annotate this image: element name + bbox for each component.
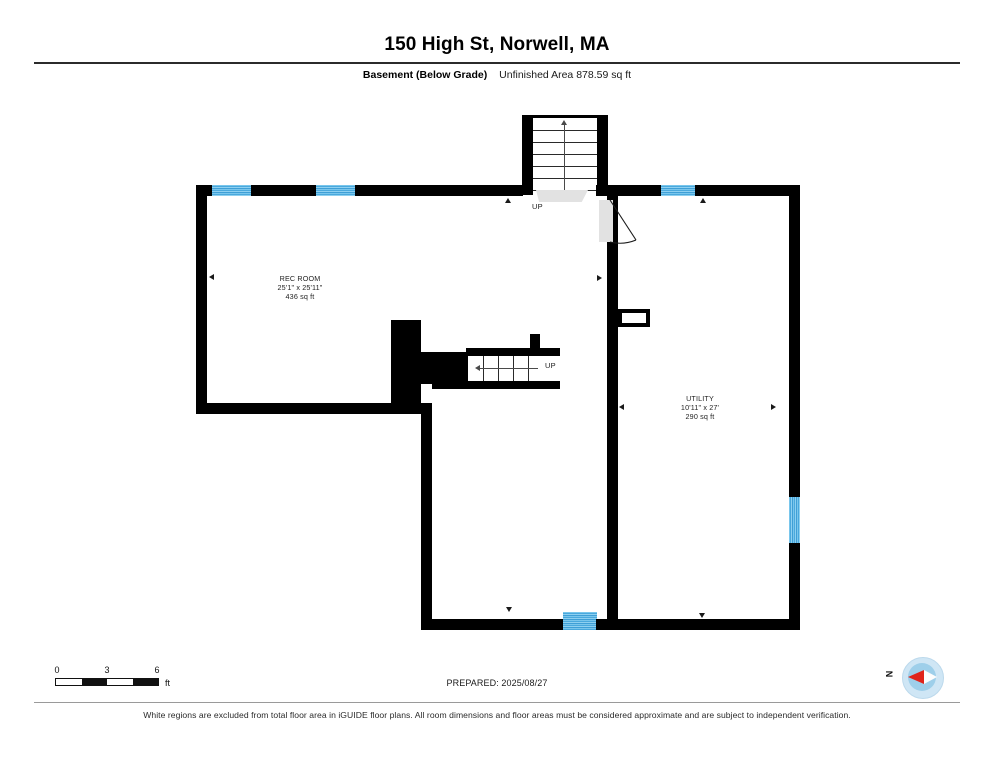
disclaimer-text: White regions are excluded from total fl…: [143, 710, 851, 720]
wall-marker-east-utility: [771, 404, 776, 410]
lower-stair-up-label: UP: [545, 361, 556, 370]
rec-room-dimensions: 25'1" x 25'11": [277, 283, 323, 293]
utility-name: UTILITY: [686, 394, 714, 403]
upper-stair-tread: [533, 166, 597, 167]
upper-stair-tread: [533, 178, 597, 179]
exterior-wall-north-east: [607, 185, 800, 196]
compass-rose: N: [880, 656, 950, 699]
upper-stair-tread: [533, 142, 597, 143]
window-north-3: [661, 185, 695, 196]
scale-bar-ticks: 0 3 6: [54, 665, 160, 677]
upper-stair-tread: [533, 154, 597, 155]
scale-bar-segments: [55, 678, 159, 686]
wall-marker-north-rec: [505, 198, 511, 203]
utility-area: 290 sq ft: [685, 412, 715, 422]
compass-needle-south-icon: [924, 670, 937, 684]
exterior-wall-north-west: [196, 185, 523, 196]
upper-stair-wall-right: [597, 115, 608, 195]
prepared-date: PREPARED: 2025/08/27: [446, 678, 548, 688]
room-label-utility: UTILITY 10'11" x 27' 290 sq ft: [645, 394, 755, 422]
rec-room-name: REC ROOM: [279, 274, 321, 283]
lower-stair-wall-top: [466, 348, 560, 356]
lower-stair-post: [530, 334, 540, 348]
wall-marker-utility-div-top: [597, 275, 602, 281]
scale-tick-0: 0: [54, 665, 60, 675]
compass-needle-north-icon: [908, 670, 924, 684]
wall-marker-west-rec: [209, 274, 214, 280]
lower-stair-arrow-head: [475, 365, 480, 371]
wall-marker-south-utility: [699, 613, 705, 618]
upper-stair-wall-left: [522, 115, 533, 195]
wall-marker-south-mid: [506, 607, 512, 612]
upper-stair-up-label: UP: [532, 202, 543, 211]
room-label-rec-room: REC ROOM 25'1" x 25'11" 436 sq ft: [240, 274, 360, 302]
wall-marker-north-utility: [700, 198, 706, 203]
lower-stair-mass-horizontal: [391, 352, 468, 384]
subtitle-row: Basement (Below Grade) Unfinished Area 8…: [0, 69, 994, 81]
exterior-wall-east: [789, 185, 800, 630]
upper-stair-landing: [536, 190, 588, 202]
interior-wall-mid-vertical: [421, 403, 432, 630]
level-label: Basement (Below Grade): [362, 69, 488, 81]
scale-segment: [107, 679, 133, 685]
exterior-wall-south-west: [421, 619, 573, 630]
page-title: 150 High St, Norwell, MA: [384, 34, 610, 55]
scale-segment: [56, 679, 82, 685]
interior-wall-recroom-south: [196, 403, 421, 414]
footer-divider: [34, 702, 960, 703]
utility-dimensions: 10'11" x 27': [680, 403, 720, 413]
upper-stair-wall-top: [522, 115, 608, 120]
unfinished-area-label: Unfinished Area 878.59 sq ft: [499, 69, 632, 81]
upper-stair-arrow-head: [561, 120, 567, 125]
window-north-1: [212, 185, 251, 196]
door-opening-fill: [599, 200, 613, 242]
door-swing-arc: [609, 199, 637, 244]
lower-stair-arrow-shaft: [480, 368, 538, 369]
exterior-wall-south-east: [596, 619, 800, 630]
window-north-2: [316, 185, 355, 196]
window-east-1: [789, 497, 800, 543]
scale-tick-6: 6: [154, 665, 160, 675]
floorplan-canvas: REC ROOM 25'1" x 25'11" 436 sq ft UTILIT…: [196, 115, 800, 630]
window-south-1: [563, 612, 597, 630]
title-divider: [34, 62, 960, 64]
scale-segment: [132, 679, 158, 685]
door-header-block: [596, 185, 618, 196]
utility-fixture-inner: [622, 313, 646, 323]
lower-stair-wall-bottom: [432, 381, 560, 389]
scale-tick-3: 3: [104, 665, 110, 675]
scale-segment: [81, 679, 107, 685]
exterior-wall-west: [196, 185, 207, 414]
rec-room-area: 436 sq ft: [285, 292, 315, 302]
upper-stair-arrow-shaft: [564, 125, 565, 191]
interior-wall-utility-west: [607, 196, 618, 630]
wall-marker-utility-div-bottom: [619, 404, 624, 410]
scale-bar-unit: ft: [165, 678, 171, 688]
scale-bar: 0 3 6 ft: [54, 665, 175, 695]
compass-north-label: N: [884, 670, 895, 678]
upper-stair-tread: [533, 130, 597, 131]
